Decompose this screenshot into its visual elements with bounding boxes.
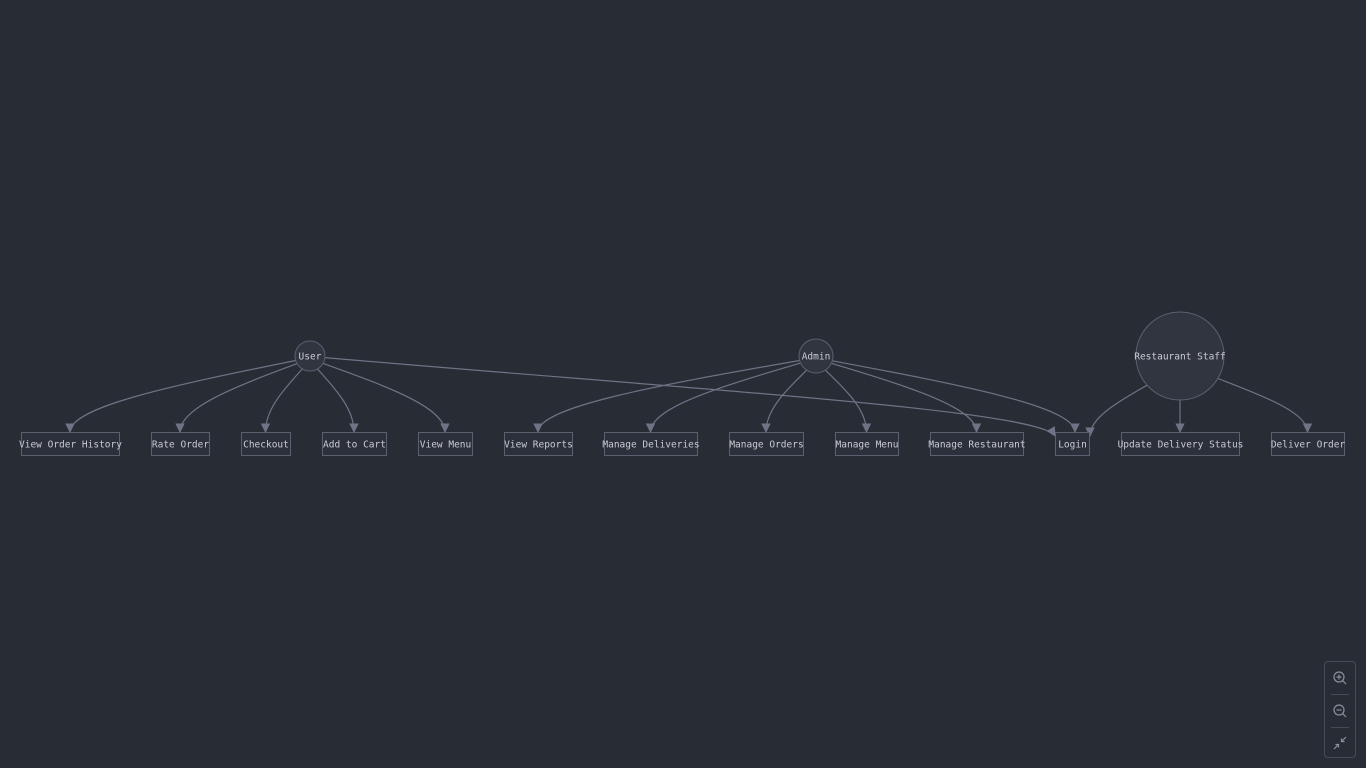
edge-staff-login [1085, 384, 1148, 437]
usecase-label: Login [1058, 440, 1087, 451]
edge-user-login [324, 357, 1056, 437]
usecase-label: Manage Menu [836, 440, 899, 451]
zoom-in-button[interactable] [1325, 663, 1355, 693]
usecase-box [835, 432, 899, 456]
usecase-md[interactable]: Manage Deliveries [602, 432, 700, 456]
edge-admin-mo [761, 369, 808, 433]
usecase-label: Deliver Order [1271, 440, 1346, 451]
usecase-vr[interactable]: View Reports [504, 432, 573, 456]
usecase-box [1055, 432, 1090, 456]
actor-label: User [299, 352, 322, 363]
usecase-box [1271, 432, 1345, 456]
edge-admin-mr [831, 362, 982, 433]
usecase-label: View Reports [504, 440, 573, 451]
fit-view-icon [1333, 736, 1347, 750]
zoom-in-icon [1333, 671, 1347, 685]
edge-user-vm [322, 362, 450, 433]
usecase-label: Manage Restaurant [928, 440, 1025, 451]
usecase-box [151, 432, 210, 456]
usecase-label: Manage Deliveries [602, 440, 699, 451]
edge-admin-md [645, 362, 801, 433]
zoom-out-button[interactable] [1325, 696, 1355, 726]
edges-layer [65, 357, 1313, 437]
zoom-controls [1324, 661, 1356, 758]
usecase-mo[interactable]: Manage Orders [729, 432, 804, 456]
usecase-label: Rate Order [152, 440, 209, 451]
zoom-separator [1331, 694, 1349, 695]
usecase-box [930, 432, 1024, 456]
usecase-box [418, 432, 473, 456]
usecase-mr[interactable]: Manage Restaurant [928, 432, 1026, 456]
edge-user-voh [65, 359, 296, 433]
usecase-login[interactable]: Login [1055, 432, 1090, 456]
usecase-box [729, 432, 804, 456]
usecase-do[interactable]: Deliver Order [1271, 432, 1346, 456]
usecase-mm[interactable]: Manage Menu [835, 432, 899, 456]
usecase-box [21, 432, 120, 456]
usecase-box [604, 432, 698, 456]
edge-user-atc [317, 368, 359, 433]
edge-staff-do [1217, 377, 1313, 433]
usecase-uds[interactable]: Update Delivery Status [1118, 432, 1244, 456]
usecase-vm[interactable]: View Menu [418, 432, 473, 456]
usecase-box [241, 432, 291, 456]
actor-label: Restaurant Staff [1134, 352, 1226, 363]
usecase-label: View Order History [19, 440, 122, 451]
nodes-layer: View Order History Rate Order Checkout Add … [19, 311, 1346, 456]
zoom-separator [1331, 727, 1349, 728]
usecase-label: View Menu [420, 440, 471, 451]
usecase-co[interactable]: Checkout [241, 432, 291, 456]
usecase-label: Manage Orders [729, 440, 803, 451]
usecase-box [504, 432, 573, 456]
edge-user-co [260, 368, 303, 433]
usecase-label: Checkout [243, 440, 289, 451]
usecase-label: Add to Cart [323, 440, 386, 451]
edge-admin-mm [824, 369, 872, 433]
actor-circle [294, 340, 326, 372]
actor-circle [798, 338, 834, 374]
usecase-box [322, 432, 387, 456]
actor-admin[interactable]: Admin [798, 338, 834, 374]
edge-user-ro [175, 363, 298, 433]
edge-admin-login [832, 360, 1080, 433]
actor-circle [1135, 311, 1225, 401]
usecase-box [1121, 432, 1240, 456]
zoom-out-icon [1333, 704, 1347, 718]
fit-view-button[interactable] [1325, 728, 1355, 758]
actor-staff[interactable]: Restaurant Staff [1134, 311, 1226, 401]
actor-label: Admin [802, 352, 831, 363]
usecase-voh[interactable]: View Order History [19, 432, 122, 456]
edge-admin-vr [533, 359, 800, 433]
usecase-atc[interactable]: Add to Cart [322, 432, 387, 456]
actor-user[interactable]: User [294, 340, 326, 372]
usecase-ro[interactable]: Rate Order [151, 432, 210, 456]
usecase-label: Update Delivery Status [1118, 440, 1244, 451]
